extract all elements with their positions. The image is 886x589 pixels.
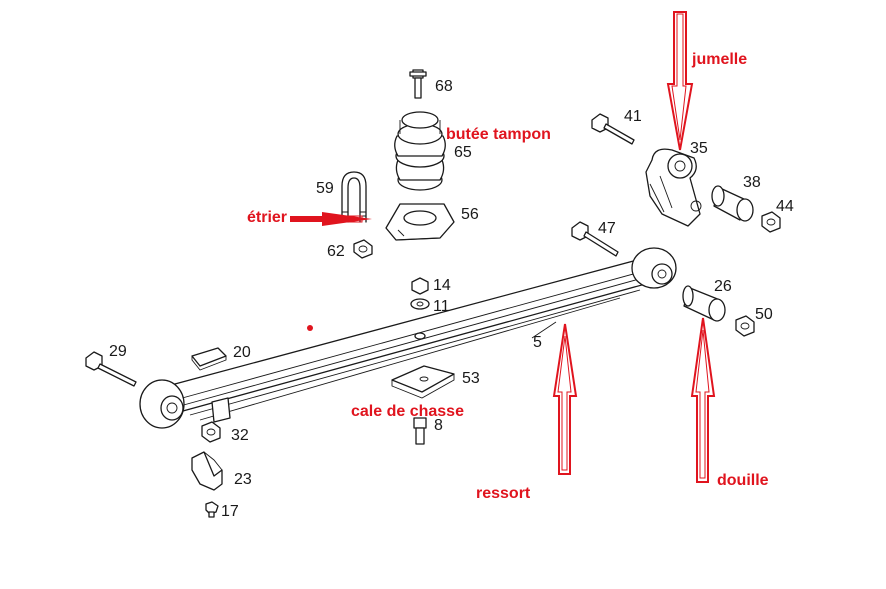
ressort-arrow [552, 323, 578, 475]
pad-20-part [191, 347, 227, 371]
bracket-23-part [191, 451, 223, 491]
label-jumelle: jumelle [691, 51, 747, 68]
part-number-14: 14 [433, 277, 451, 294]
part-number-23: 23 [234, 471, 252, 488]
annotation-labels: jumelle butée tampon étrier cale de chas… [247, 51, 769, 502]
part-number-56: 56 [461, 206, 479, 223]
part-number-62: 62 [327, 243, 345, 260]
part-number-47: 47 [598, 220, 616, 237]
etrier-arrow [290, 212, 372, 226]
label-butee-tampon: butée tampon [446, 126, 551, 143]
washer-11-part [410, 298, 430, 310]
part-number-59: 59 [316, 180, 334, 197]
label-cale-de-chasse: cale de chasse [351, 403, 464, 420]
jumelle-arrow [666, 11, 694, 151]
bump-stop-65-part [394, 111, 446, 191]
bolt-8-part [413, 417, 427, 445]
label-ressort: ressort [476, 485, 531, 502]
leaf-spring-part [139, 247, 677, 429]
nut-32-part [201, 421, 221, 443]
part-number-32: 32 [231, 427, 249, 444]
caster-shim-53-part [391, 365, 455, 399]
part-number-65: 65 [454, 144, 472, 161]
red-dot-marker [307, 325, 313, 331]
part-number-29: 29 [109, 343, 127, 360]
part-number-labels: 68 65 59 56 62 41 35 38 44 47 14 11 26 5… [109, 78, 794, 520]
part-number-20: 20 [233, 344, 251, 361]
part-number-41: 41 [624, 108, 642, 125]
part-number-44: 44 [776, 198, 794, 215]
u-bolt-59-part [341, 171, 367, 223]
bolt-47-part [571, 221, 619, 257]
part-number-53: 53 [462, 370, 480, 387]
part-number-11: 11 [433, 298, 450, 315]
leader-lines [531, 321, 557, 339]
part-number-17: 17 [221, 503, 239, 520]
nut-50-part [735, 315, 755, 337]
bolt-29-part [85, 351, 137, 387]
douille-arrow [690, 317, 716, 483]
part-number-26: 26 [714, 278, 732, 295]
part-number-5: 5 [533, 334, 542, 351]
shackle-35-part [645, 148, 702, 227]
part-number-35: 35 [690, 140, 708, 157]
part-number-68: 68 [435, 78, 453, 95]
nut-44-part [761, 211, 781, 233]
part-number-50: 50 [755, 306, 773, 323]
nut-14-part [411, 277, 429, 295]
nut-62-part [353, 239, 373, 259]
part-number-38: 38 [743, 174, 761, 191]
bolt-41-part [591, 113, 635, 145]
part-number-8: 8 [434, 417, 443, 434]
bushing-26-part [682, 285, 726, 322]
label-douille: douille [717, 472, 769, 489]
bushing-38-part [711, 185, 754, 222]
bolt-68-part [409, 69, 427, 99]
bump-stop-pad-56-part [385, 203, 455, 241]
label-etrier: étrier [247, 209, 287, 226]
fastener-17-part [205, 501, 219, 518]
